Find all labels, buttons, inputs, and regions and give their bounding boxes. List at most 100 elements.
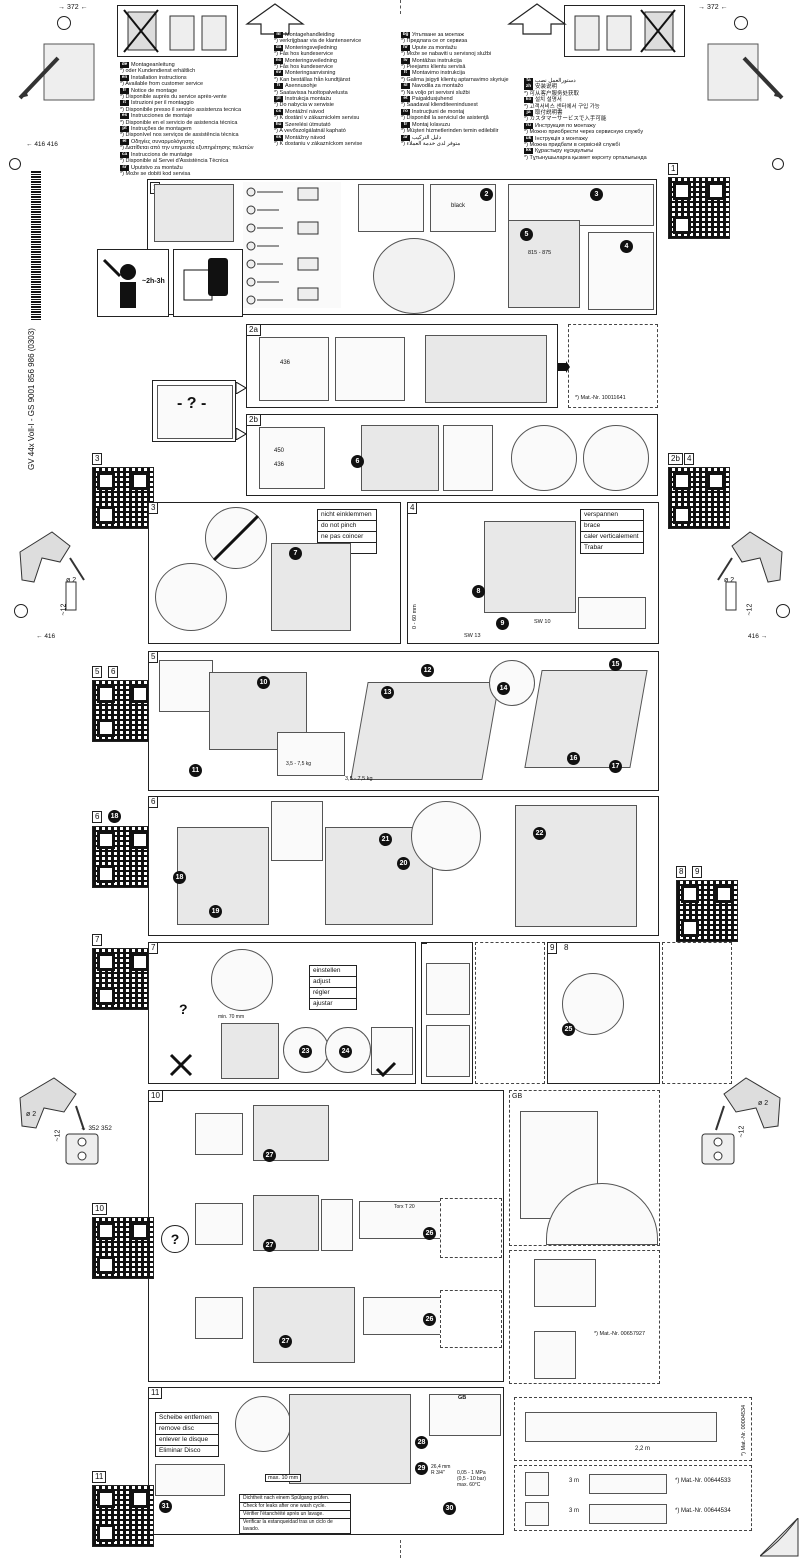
accessory-panel: 3 m *) Mat.-Nr. 00644533 3 m *) Mat.-Nr.… bbox=[514, 1465, 752, 1531]
section-gb-detail: *) Mat.-Nr. 00657927 bbox=[509, 1250, 660, 1384]
hose-roll-detail bbox=[508, 184, 654, 226]
section-5-panel: 5 10 11 3,5 - 7,5 kg 12 13 3,5 - 7,5 kg … bbox=[148, 651, 659, 791]
crosshair-icon bbox=[734, 16, 748, 30]
language-text: دليل التركيب bbox=[412, 134, 442, 141]
language-entry: *) Available from customer service bbox=[120, 81, 260, 87]
language-entry: *) Disponible en el servicio de asistenc… bbox=[120, 120, 260, 126]
language-text: *) Fås hos kundeservice bbox=[274, 64, 333, 71]
section-7c-panel bbox=[475, 942, 545, 1084]
qr-code-section-4[interactable] bbox=[668, 467, 730, 529]
circle-detail-no bbox=[583, 425, 649, 491]
step-7-badge: 7 bbox=[289, 547, 302, 560]
qr-label-8: 8 bbox=[676, 866, 687, 878]
scissors-detail bbox=[373, 238, 455, 314]
language-entry: *) متوفر لدى خدمة العملاء bbox=[401, 141, 525, 147]
section-8-panel: 9 8 25 bbox=[547, 942, 660, 1084]
niche-sketch-450: 450 436 bbox=[259, 427, 325, 489]
qr-code-section-6[interactable] bbox=[92, 826, 154, 888]
language-text: Monteringsvejledning bbox=[285, 44, 337, 51]
section-number: 9 bbox=[547, 942, 558, 954]
hose-length: 2,2 m bbox=[635, 1446, 651, 1452]
qr-label-9: 9 bbox=[692, 866, 703, 878]
step-14-badge: 14 bbox=[497, 682, 510, 695]
language-text: Құрастыру нұсқаулығы bbox=[535, 148, 594, 155]
adjust-circle-24 bbox=[325, 1027, 371, 1073]
language-text: Upute za montažu bbox=[412, 44, 457, 51]
language-entry: *) 고객서비스 센터에서 구입 가능 bbox=[524, 104, 654, 110]
language-text: *) 可从客户服务处获取 bbox=[524, 90, 580, 97]
language-entry: *) K dostání v zákaznickém servisu bbox=[274, 115, 398, 121]
top-dim-right: → 372 ← bbox=[698, 4, 728, 11]
top-dim-left: → 372 ← bbox=[58, 4, 88, 11]
language-code-badge: ru bbox=[524, 122, 533, 129]
language-text: Instrukcja montażu bbox=[285, 96, 332, 103]
mat-number-3: *) Mat.-Nr. 00644533 bbox=[675, 1478, 731, 1484]
language-code-badge: pt bbox=[120, 126, 129, 133]
section-7b-panel bbox=[421, 942, 473, 1084]
water-stop-panel: 2,2 m *) Mat.-Nr. 00004534 bbox=[514, 1397, 752, 1461]
step-11-badge: 11 bbox=[189, 764, 202, 777]
mat-number-2: *) Mat.-Nr. 00657927 bbox=[594, 1331, 646, 1337]
language-text: Instruções de montagem bbox=[131, 126, 192, 133]
qr-code-section-5[interactable] bbox=[92, 680, 154, 742]
checkmark-icon bbox=[375, 1061, 397, 1077]
step-9-badge: 9 bbox=[496, 617, 509, 630]
language-text: *) Fås hos kundeservice bbox=[274, 51, 333, 58]
arrow-right-icon bbox=[236, 382, 246, 394]
language-entry: *) Na voljo pri servisni službi bbox=[401, 90, 525, 96]
step-13-badge: 13 bbox=[381, 686, 394, 699]
language-text: *) Može se dobiti kod servisa bbox=[120, 170, 191, 177]
niche-sketch-3 bbox=[425, 335, 547, 403]
plinth-detail-3 bbox=[253, 1287, 355, 1363]
qr-code-section-10[interactable] bbox=[92, 1217, 154, 1279]
language-entry: *) Fås hos kundeservice bbox=[274, 51, 398, 57]
plinth-option-2 bbox=[195, 1203, 243, 1245]
drill-icon bbox=[717, 531, 783, 611]
section-number: 2a bbox=[246, 324, 261, 336]
language-entry: *) Müşteri hizmetlerinden temin edilebil… bbox=[401, 128, 525, 134]
step-17-badge: 17 bbox=[609, 760, 622, 773]
language-code-badge: cs bbox=[274, 108, 283, 115]
section-number: 3 bbox=[148, 502, 159, 514]
mechanic-icon bbox=[102, 258, 136, 308]
language-code-badge: es bbox=[120, 113, 129, 120]
side-dim-left: ← 416 416 bbox=[26, 141, 58, 148]
drill-depth-right: ~12 bbox=[746, 603, 754, 616]
language-code-badge: et bbox=[401, 96, 410, 103]
qr-code-section-1[interactable] bbox=[668, 177, 730, 239]
qr-code-section-3[interactable] bbox=[92, 467, 154, 529]
panel-assembly-sketch bbox=[524, 670, 648, 768]
language-code-badge: lv bbox=[401, 57, 410, 64]
question-mark: ? bbox=[179, 1001, 188, 1017]
section-10-detail-2 bbox=[440, 1290, 502, 1348]
qr-code-section-7[interactable] bbox=[92, 948, 154, 1010]
page-curl-icon bbox=[760, 1518, 799, 1557]
qr-code-section-8[interactable] bbox=[676, 880, 738, 942]
section-number: 7 bbox=[148, 942, 159, 954]
circle-detail-14 bbox=[489, 660, 535, 706]
language-code-badge: nl bbox=[274, 32, 283, 38]
language-entry: *) oder Kundendienst erhältlich bbox=[120, 68, 260, 74]
qr-code-section-11[interactable] bbox=[92, 1485, 154, 1547]
step-19-badge: 19 bbox=[209, 905, 222, 918]
plinth-option-3 bbox=[195, 1297, 243, 1339]
language-text: Інструкція з монтажу bbox=[535, 135, 588, 142]
door-adjust-sketch bbox=[221, 1023, 279, 1079]
language-entry: *) Можно приобрести через сервисную служ… bbox=[524, 129, 654, 135]
language-code-badge: sv bbox=[274, 70, 283, 77]
question-circle: ? bbox=[161, 1225, 189, 1253]
language-text: Istruzioni per il montaggio bbox=[131, 100, 194, 107]
section-1-panel: 1 1 black 2 3 5 815 - 875 4 bbox=[147, 179, 657, 315]
qr-label-6b: 6 bbox=[92, 811, 103, 823]
